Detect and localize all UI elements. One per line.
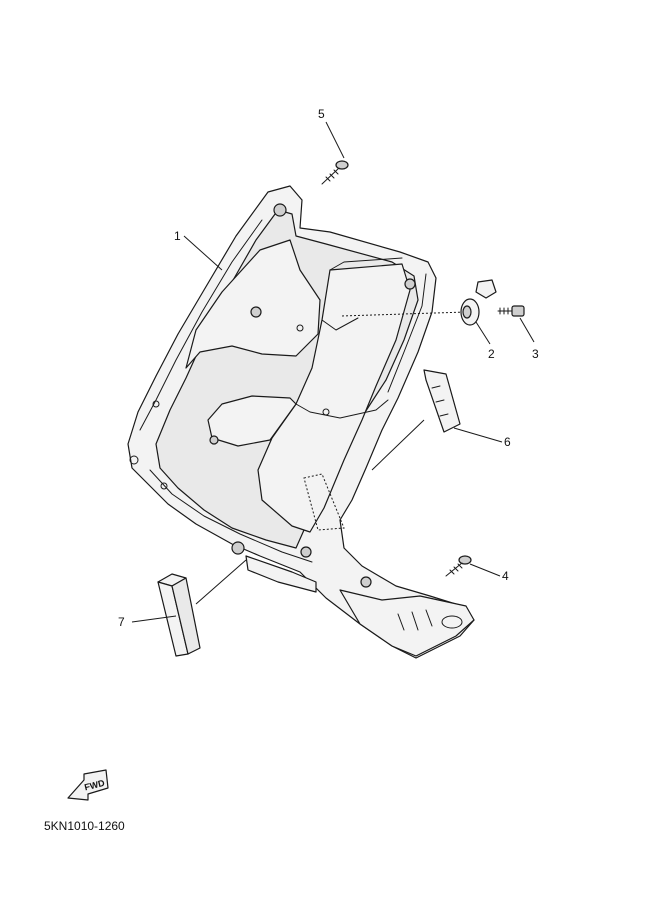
reference-code: 5KN1010-1260	[44, 819, 125, 833]
forward-arrow-icon: FWD	[67, 769, 109, 801]
callout-4: 4	[502, 569, 509, 583]
pad-part-7	[157, 573, 201, 657]
callout-7: 7	[118, 615, 125, 629]
grommet-part-2	[460, 279, 497, 326]
leg-shield-part-1	[127, 185, 475, 659]
bolt-part-3	[497, 305, 525, 317]
callout-3: 3	[532, 347, 539, 361]
leader-lines	[131, 121, 535, 623]
callout-6: 6	[504, 435, 511, 449]
callout-5: 5	[318, 107, 325, 121]
callout-2: 2	[488, 347, 495, 361]
screw-part-4	[445, 555, 472, 577]
screw-part-5	[321, 160, 349, 185]
callout-labels: 1 2 3 4 5 6 7	[118, 107, 539, 629]
callout-1: 1	[174, 229, 181, 243]
fwd-label: FWD	[83, 778, 106, 793]
clip-part-6	[423, 369, 461, 433]
